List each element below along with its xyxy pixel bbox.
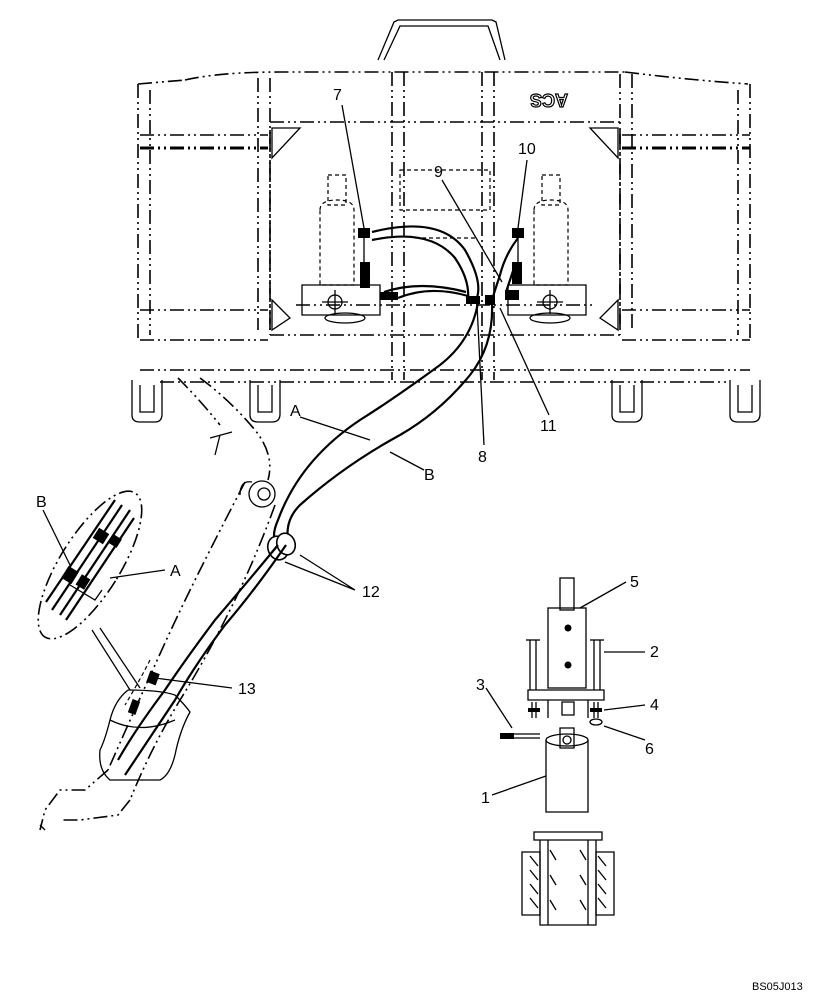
callout-10: 10 [518,141,536,158]
detail-view-ellipse [37,490,143,691]
callout-labels: 7 10 9 11 8 A B 12 13 B A 5 2 3 4 6 1 [36,87,659,807]
callout-7: 7 [333,87,342,104]
right-cylinder [507,174,587,324]
frame-lettering: ACS [530,90,568,110]
callout-8: 8 [478,449,487,466]
callout-6: 6 [645,741,654,758]
loader-arm [39,377,276,831]
callout-A-hose: A [290,403,301,420]
callout-A-detail: A [170,563,181,580]
callout-1: 1 [481,790,490,807]
hose-fittings [358,228,524,305]
bottom-claws [131,380,761,423]
leader-lines [42,104,646,796]
frame-hoses [363,225,519,303]
callout-3: 3 [476,677,485,694]
callout-12: 12 [362,584,380,601]
callout-13: 13 [238,681,256,698]
valve-assembly [500,577,615,926]
callout-B-detail: B [36,494,47,511]
coupler-frame: ACS [131,19,761,423]
figure-code: BS05J013 [752,981,803,993]
left-cylinder [301,174,381,324]
callout-4: 4 [650,697,659,714]
callout-2: 2 [650,644,659,661]
hose-bundle [272,301,494,546]
callout-11: 11 [540,418,557,435]
band-clamp [99,670,191,781]
callout-9: 9 [434,164,443,181]
callout-B-hose: B [424,467,435,484]
callout-5: 5 [630,574,639,591]
